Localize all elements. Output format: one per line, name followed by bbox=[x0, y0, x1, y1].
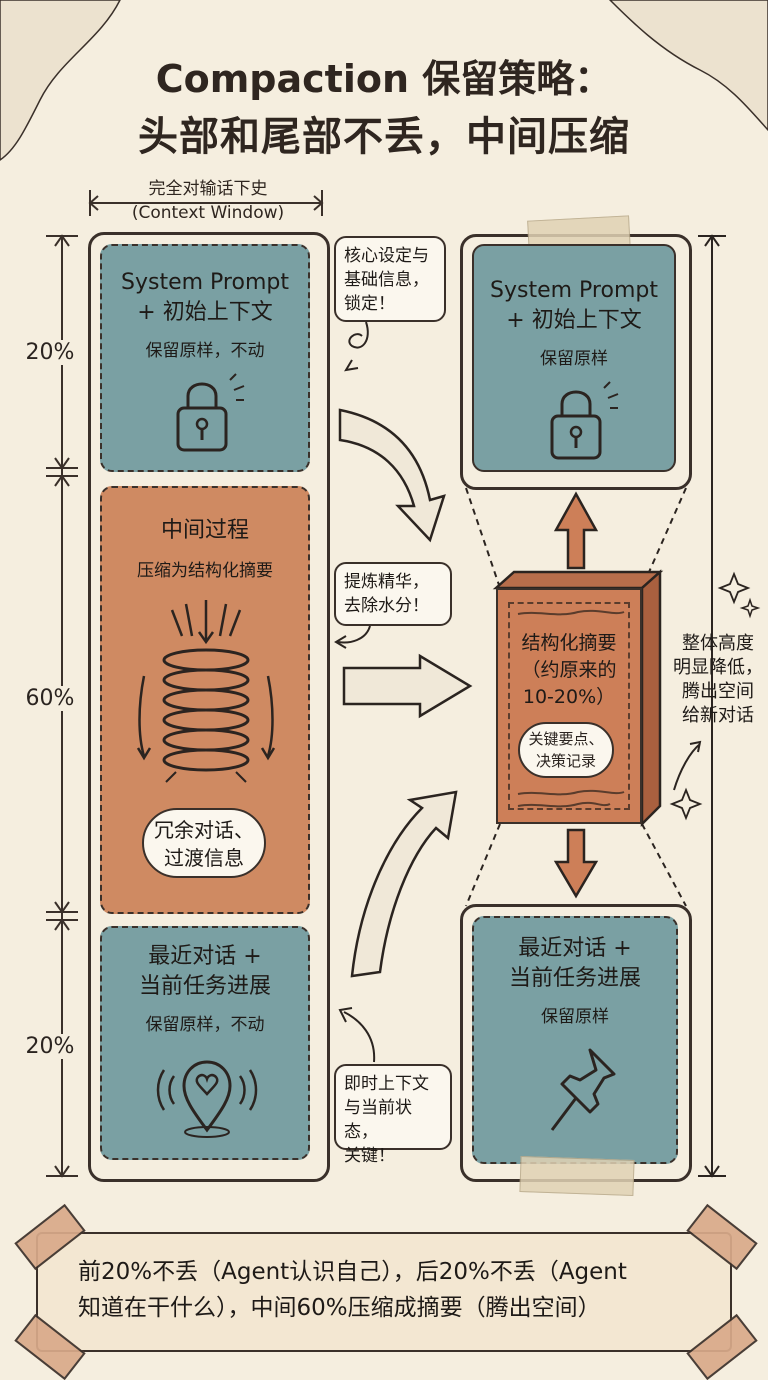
summary-title: 结构化摘要 （约原来的 10-20%） bbox=[498, 630, 640, 711]
key-points-bubble: 关键要点、 决策记录 bbox=[518, 722, 614, 778]
note-bottom-line-2: 与当前状态， bbox=[344, 1098, 412, 1142]
padlock-icon bbox=[550, 381, 619, 460]
right-top-heading-1: System Prompt bbox=[490, 278, 658, 303]
note-core-settings: 核心设定与 基础信息， 锁定！ bbox=[334, 236, 446, 322]
left-recent-dialog-block: 最近对话 + 当前任务进展 保留原样，不动 bbox=[100, 926, 310, 1160]
summary-line-3: 10-20%） bbox=[522, 686, 616, 708]
pushpin-icon bbox=[550, 1048, 616, 1131]
percent-middle-label: 60% bbox=[18, 686, 82, 711]
key-points-line-1: 关键要点、 bbox=[528, 730, 604, 748]
note-extract-essence: 提炼精华， 去除水分！ bbox=[334, 562, 452, 626]
note-middle-line-1: 提炼精华， bbox=[344, 572, 429, 592]
left-middle-heading: 中间过程 bbox=[160, 518, 249, 543]
location-heart-icon bbox=[156, 1060, 258, 1138]
left-bottom-subtitle: 保留原样，不动 bbox=[145, 1015, 265, 1035]
percent-top-label: 20% bbox=[18, 340, 82, 365]
summary-line-2: （约原来的 bbox=[521, 659, 617, 681]
left-top-heading-1: System Prompt bbox=[121, 270, 289, 295]
right-bottom-heading-1: 最近对话 + bbox=[518, 936, 632, 961]
summary-line-1: 结构化摘要 bbox=[521, 632, 617, 654]
side-note-line-1: 整体高度 bbox=[682, 633, 754, 654]
redundant-info-bubble: 冗余对话、 过渡信息 bbox=[142, 808, 266, 878]
note-top-line-1: 核心设定与 bbox=[344, 246, 429, 266]
left-bottom-heading-1: 最近对话 + bbox=[148, 944, 262, 969]
right-bottom-heading-2: 当前任务进展 bbox=[508, 966, 641, 991]
summary-scribble-lines bbox=[517, 609, 625, 808]
height-reduced-note: 整体高度 明显降低， 腾出空间 给新对话 bbox=[672, 632, 764, 728]
context-window-label-cn: 完全对输话下史 bbox=[148, 179, 268, 199]
right-bottom-subtitle: 保留原样 bbox=[541, 1007, 609, 1027]
left-system-prompt-block: System Prompt + 初始上下文 保留原样，不动 bbox=[100, 244, 310, 472]
banner-text: 前20%不丢（Agent认识自己），后20%不丢（Agent 知道在干什么），中… bbox=[78, 1254, 698, 1326]
note-bottom-line-1: 即时上下文 bbox=[344, 1074, 429, 1094]
summary-inner-border bbox=[508, 602, 630, 810]
right-recent-dialog-block: 最近对话 + 当前任务进展 保留原样 bbox=[472, 916, 678, 1164]
spring-icon bbox=[136, 600, 276, 783]
side-note-line-2: 明显降低， bbox=[673, 657, 763, 678]
left-bottom-heading-2: 当前任务进展 bbox=[138, 974, 271, 999]
note-bottom-line-3: 关键！ bbox=[344, 1146, 395, 1166]
right-top-heading-2: + 初始上下文 bbox=[506, 308, 642, 333]
context-window-label-en: (Context Window) bbox=[131, 203, 285, 223]
right-top-subtitle: 保留原样 bbox=[540, 349, 608, 369]
context-window-label: 完全对输话下史 (Context Window) bbox=[92, 178, 324, 224]
summary-banner: 前20%不丢（Agent认识自己），后20%不丢（Agent 知道在干什么），中… bbox=[36, 1232, 732, 1352]
side-note-line-4: 给新对话 bbox=[682, 705, 754, 726]
left-middle-process-block: 中间过程 压缩为结构化摘要 冗余对话、 过渡信息 bbox=[100, 486, 310, 914]
redundant-bubble-line-2: 过渡信息 bbox=[164, 846, 244, 870]
page-title-line-1: Compaction 保留策略： bbox=[155, 57, 613, 101]
note-top-line-3: 锁定！ bbox=[344, 294, 395, 314]
padlock-icon bbox=[176, 373, 245, 452]
structured-summary-book: 结构化摘要 （约原来的 10-20%） 关键要点、 决策记录 bbox=[496, 588, 642, 824]
full-context-window-frame bbox=[88, 232, 330, 1182]
left-top-heading-2: + 初始上下文 bbox=[137, 300, 273, 325]
left-top-subtitle: 保留原样，不动 bbox=[145, 341, 265, 361]
percent-bottom-label: 20% bbox=[18, 1034, 82, 1059]
redundant-bubble-line-1: 冗余对话、 bbox=[154, 818, 254, 842]
side-note-line-3: 腾出空间 bbox=[682, 681, 754, 702]
right-system-prompt-block: System Prompt + 初始上下文 保留原样 bbox=[472, 244, 676, 472]
note-top-line-2: 基础信息， bbox=[344, 270, 429, 290]
banner-line-2: 知道在干什么），中间60%压缩成摘要（腾出空间） bbox=[78, 1295, 601, 1321]
note-middle-line-2: 去除水分！ bbox=[344, 596, 429, 616]
banner-line-1: 前20%不丢（Agent认识自己），后20%不丢（Agent bbox=[78, 1259, 627, 1285]
page-title-line-2: 头部和尾部不丢，中间压缩 bbox=[138, 114, 630, 160]
left-middle-subtitle: 压缩为结构化摘要 bbox=[137, 561, 273, 581]
key-points-line-2: 决策记录 bbox=[535, 752, 596, 770]
tape-strip-bottom bbox=[519, 1156, 635, 1196]
note-current-context: 即时上下文 与当前状态， 关键！ bbox=[334, 1064, 452, 1166]
